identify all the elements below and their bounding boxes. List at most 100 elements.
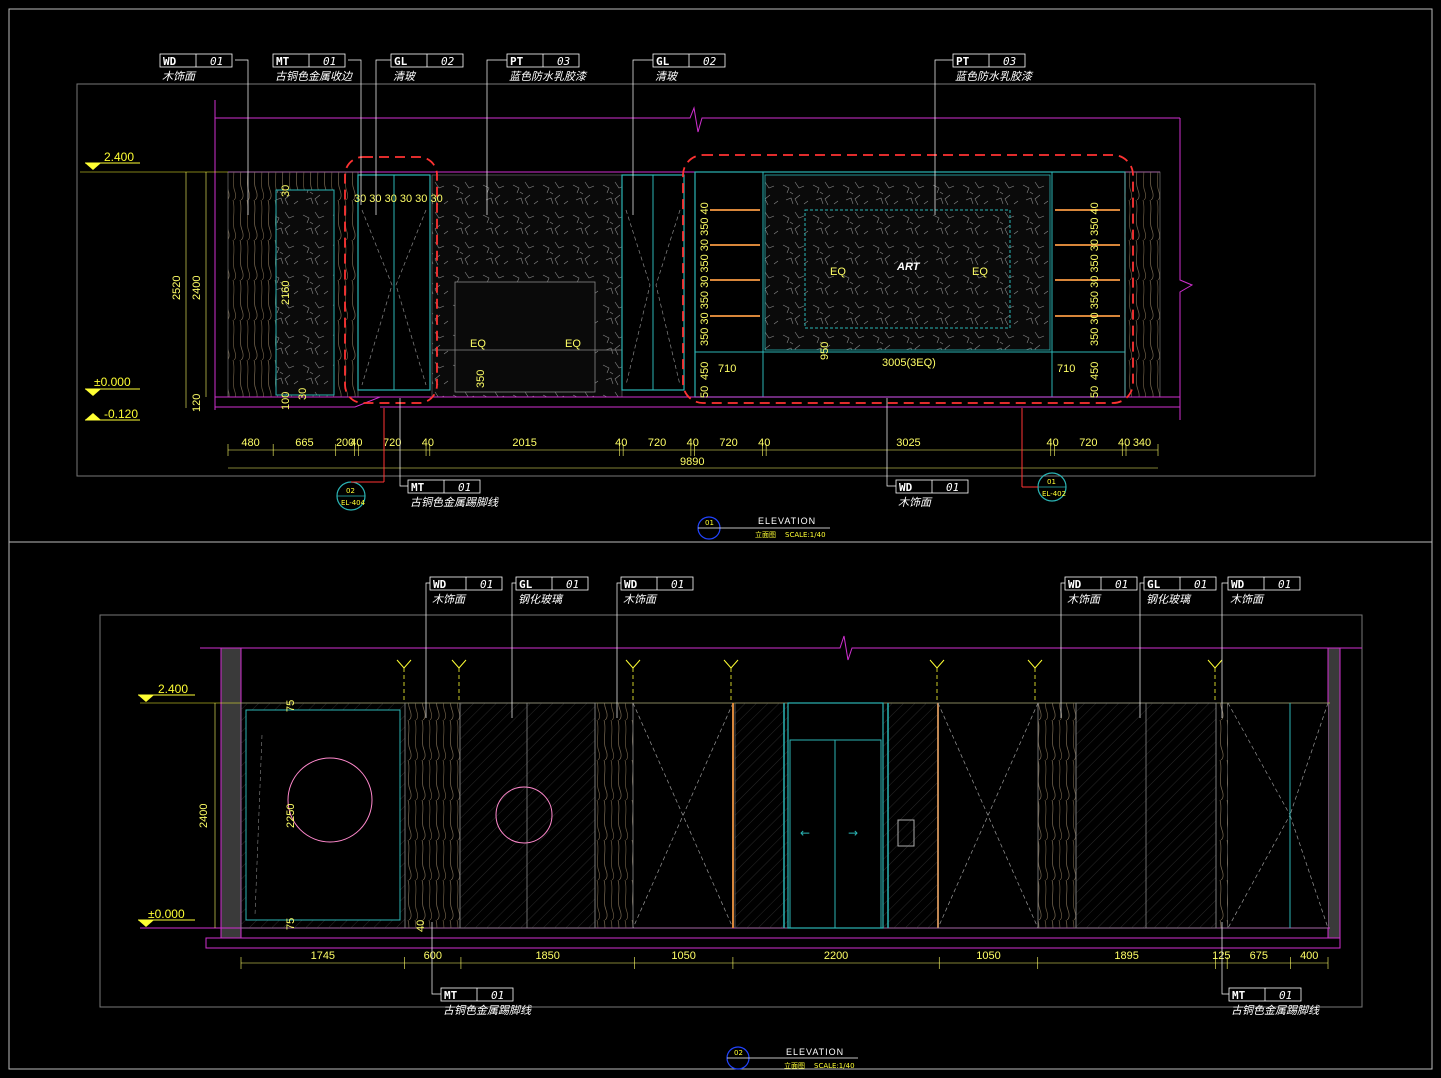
hdim-bottom-3: 1050 <box>671 950 695 962</box>
bottom-tag-desc-3: 木饰面 <box>1067 593 1102 606</box>
bottom-tag-desc-5: 木饰面 <box>1230 593 1265 606</box>
vdim-wall: 2400 <box>191 276 203 300</box>
hdim-bottom-9: 400 <box>1300 950 1318 962</box>
top-tag-code-2: GL <box>394 55 408 68</box>
shelf-dim-bottom-b: 50 <box>699 386 711 398</box>
glass-x-a <box>361 209 393 386</box>
vdim-wall-b: 2400 <box>198 804 210 828</box>
vdim-bottom-b: 75 <box>285 918 297 930</box>
vdim-panel: 2160 <box>280 281 292 305</box>
hdim-bottom-4: 2200 <box>824 950 848 962</box>
art-wall <box>764 174 1051 351</box>
level-marker-upper: 2.400 <box>80 150 228 173</box>
top-tag-num-0: 01 <box>210 55 223 68</box>
x-panel-2-cross <box>937 702 1039 929</box>
bottom-tag-num-2: 01 <box>671 578 684 591</box>
section-mark-01: 01 EL-402 <box>1021 408 1067 502</box>
shelves-right <box>1055 209 1120 317</box>
top-tag-desc-3: 蓝色防水乳胶漆 <box>509 70 588 83</box>
title-bottom-text: ELEVATION <box>786 1047 844 1057</box>
sheet-border <box>8 8 1433 1070</box>
hdim-top-14: 720 <box>1079 437 1097 449</box>
bottom-tag-3: WD 01 木饰面 <box>1060 576 1138 718</box>
downlight-icon <box>723 659 739 700</box>
top-tag-num-4: 02 <box>703 55 717 68</box>
wood-panel-b3 <box>1037 702 1077 929</box>
bottom-tag-num-5: 01 <box>1278 578 1291 591</box>
slab-line <box>215 396 1181 408</box>
title-top-sub: 立面图 <box>755 530 776 539</box>
top-low-tag-desc-0: 古铜色金属踢脚线 <box>410 496 499 509</box>
top-tag-num-5: 03 <box>1003 55 1016 68</box>
bottom-tag-num-1: 01 <box>566 578 579 591</box>
hdim-top-10: 720 <box>719 437 737 449</box>
art-frame <box>804 209 1011 329</box>
top-tag-num-1: 01 <box>323 55 336 68</box>
bottom-tag-num-4: 01 <box>1194 578 1207 591</box>
level-marker-floor: ±0.000 <box>85 375 140 396</box>
level-upper-label: 2.400 <box>104 150 134 164</box>
top-tag-desc-2: 清玻 <box>393 70 417 83</box>
top-tag-desc-0: 木饰面 <box>162 70 197 83</box>
wood-panel-b2 <box>594 702 634 929</box>
elevator-arrow-right-icon: → <box>848 826 858 840</box>
title-bottom-num: 02 <box>734 1049 743 1057</box>
panel-dims-top: 30 30 30 30 30 30 <box>354 193 443 205</box>
top-tag-code-0: WD <box>163 55 177 68</box>
section-01-num: 01 <box>1047 478 1056 486</box>
hdim-top-15: 40 <box>1118 437 1130 449</box>
top-tag-num-2: 02 <box>441 55 455 68</box>
bottom-low-tag-code-1: MT <box>1232 989 1246 1002</box>
downlight-icon <box>1207 659 1223 700</box>
elevation-02: ← → 2.400 ±0.000 2400 2250 75 <box>99 576 1363 1070</box>
viewport-frame-top <box>76 83 1316 477</box>
elevation-01: 2.400 ±0.000 -0.120 2520 2400 120 2160 3… <box>76 53 1316 540</box>
shelf-dims-right: 350 30 350 30 350 30 350 40 <box>1089 202 1101 346</box>
panel-round-window-inner <box>245 709 401 921</box>
title-block-bottom: 02 ELEVATION 立面图 SCALE:1/40 <box>726 1046 858 1070</box>
top-tag-code-4: GL <box>656 55 670 68</box>
bottom-low-tag-1: MT 01 古铜色金属踢脚线 <box>1221 922 1320 1017</box>
bottom-tag-num-0: 01 <box>480 578 493 591</box>
bottom-low-tag-num-1: 01 <box>1279 989 1292 1002</box>
hdim-top-12: 3025 <box>896 437 920 449</box>
hdim-bottom-6: 1895 <box>1114 950 1138 962</box>
shelf-dim-bottom-a-right: 450 <box>1089 362 1101 380</box>
shelf-dim-bottom-a: 450 <box>699 362 711 380</box>
eq-label-4: EQ <box>565 338 581 350</box>
vdim-base: 120 <box>191 394 203 412</box>
bottom-tag-num-3: 01 <box>1115 578 1128 591</box>
shelf-dims-left: 350 30 350 30 350 30 350 40 <box>699 202 711 346</box>
bottom-tag-code-3: WD <box>1068 578 1082 591</box>
downlight-icon <box>929 659 945 700</box>
stone-panel-left <box>275 189 335 396</box>
hdim-bottom-1: 600 <box>424 950 442 962</box>
hdim-bottom-7: 125 <box>1212 950 1230 962</box>
shelf-dim-plinth: 350 <box>475 370 487 388</box>
top-tag-num-3: 03 <box>557 55 570 68</box>
ceiling-line <box>215 106 1180 133</box>
shelf-dim-mid: 950 <box>819 342 831 360</box>
hdim-top-1: 665 <box>295 437 313 449</box>
section-02-ref: EL-404 <box>341 499 366 507</box>
top-low-tag-num-0: 01 <box>458 481 471 494</box>
vdim-gap-b: 100 <box>280 392 292 410</box>
level-floor-label: ±0.000 <box>94 375 131 389</box>
wall-end-left <box>220 647 242 939</box>
downlight-icon <box>625 659 641 700</box>
elevator-call-panel-icon <box>897 819 915 847</box>
floor-slab-bottom <box>205 937 1341 949</box>
bottom-tag-desc-1: 钢化玻璃 <box>518 593 564 606</box>
title-block-top: 01 ELEVATION 立面图 SCALE:1/40 <box>697 516 830 540</box>
top-low-tag-desc-1: 木饰面 <box>898 496 933 509</box>
bottom-low-tag-desc-1: 古铜色金属踢脚线 <box>1231 1004 1320 1017</box>
section-01-ref: EL-402 <box>1042 490 1066 498</box>
bottom-low-tag-desc-0: 古铜色金属踢脚线 <box>443 1004 532 1017</box>
shelves-left <box>710 209 760 317</box>
eq-label-1: EQ <box>830 266 846 278</box>
